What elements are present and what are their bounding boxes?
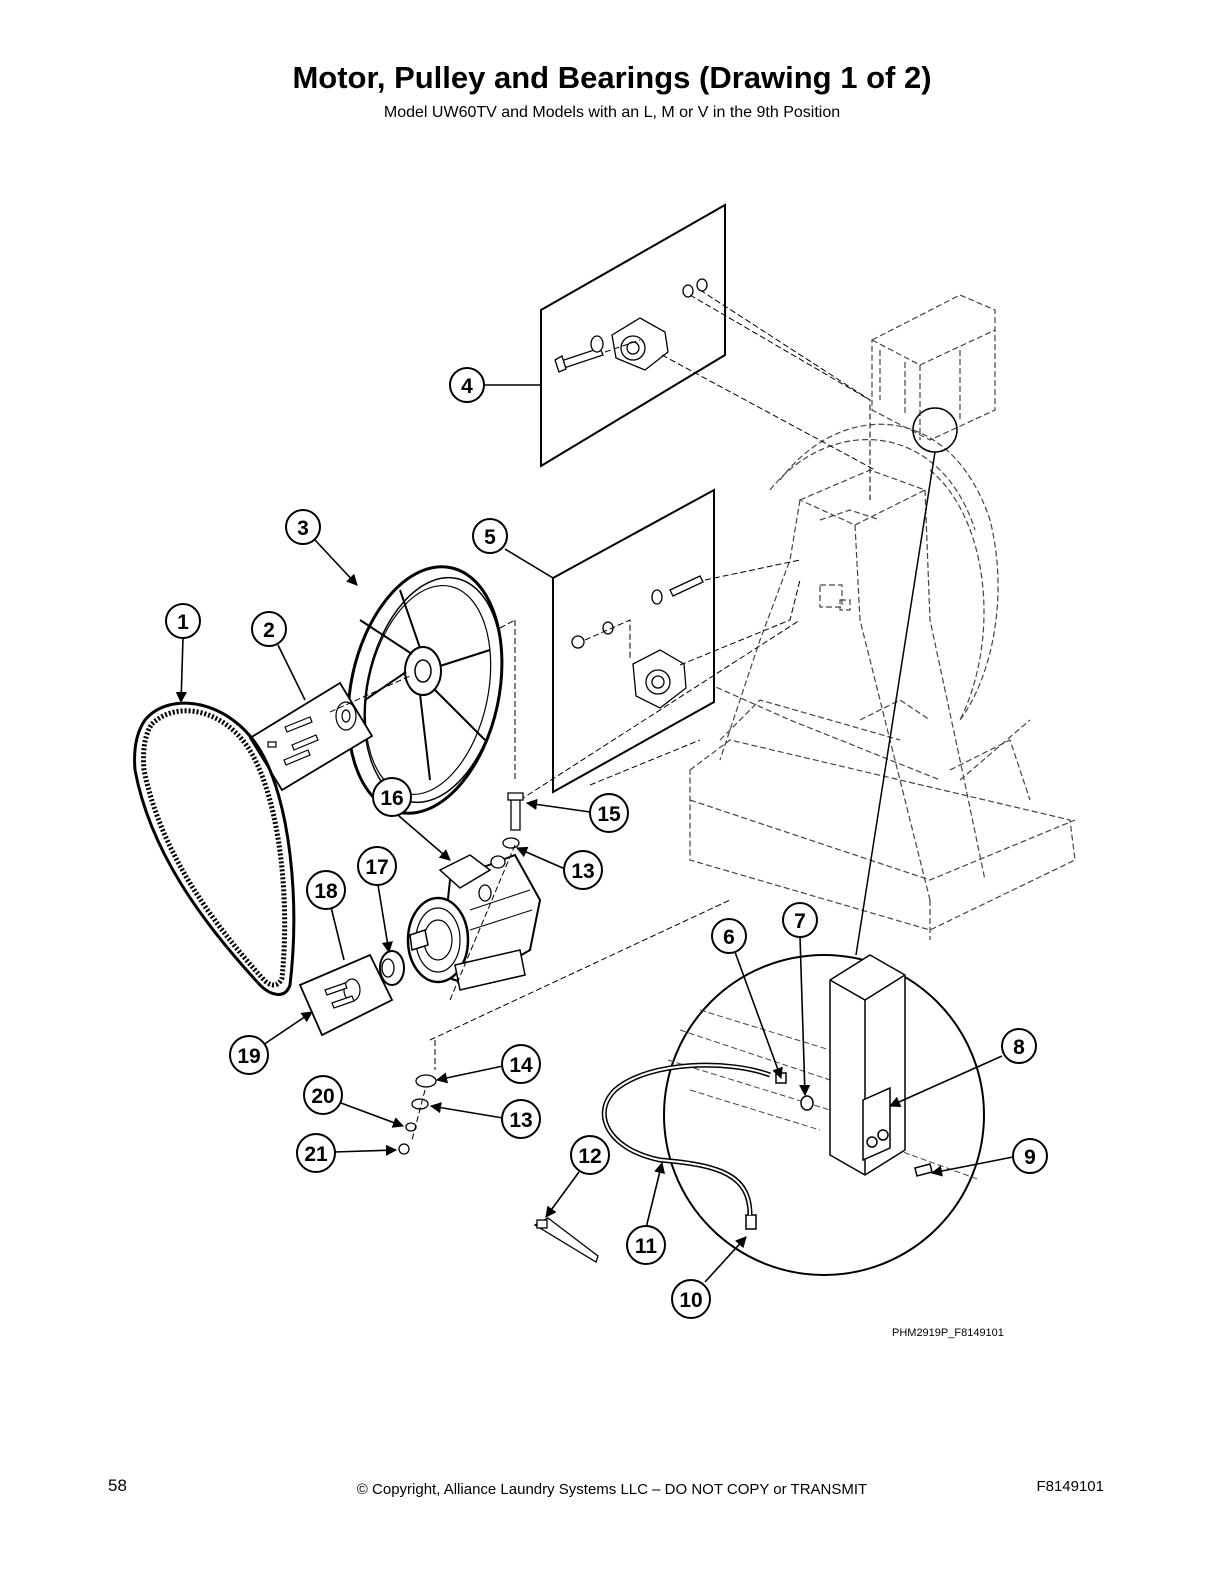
document-id: F8149101 bbox=[1036, 1478, 1104, 1495]
callout-18: 18 bbox=[306, 870, 346, 910]
svg-text:21: 21 bbox=[304, 1143, 328, 1166]
callout-9: 9 bbox=[1012, 1138, 1048, 1174]
page-subtitle: Model UW60TV and Models with an L, M or … bbox=[383, 104, 841, 121]
motor-pulley bbox=[379, 950, 405, 986]
svg-text:14: 14 bbox=[509, 1054, 533, 1077]
callout-8: 8 bbox=[1001, 1028, 1037, 1064]
callout-20: 20 bbox=[303, 1075, 343, 1115]
svg-text:16: 16 bbox=[380, 787, 403, 810]
svg-text:11: 11 bbox=[635, 1235, 658, 1258]
copyright-notice: © Copyright, Alliance Laundry Systems LL… bbox=[356, 1481, 868, 1498]
svg-text:18: 18 bbox=[314, 880, 338, 903]
svg-text:5: 5 bbox=[484, 526, 496, 549]
pulley-bushing-panel bbox=[298, 953, 394, 1037]
machine-frame bbox=[689, 294, 1076, 940]
drawing-code: PHM2919P_F8149101 bbox=[892, 1327, 1004, 1339]
callout-3: 3 bbox=[285, 509, 321, 545]
callout-2: 2 bbox=[251, 611, 287, 647]
page-number: 58 bbox=[108, 1476, 127, 1495]
svg-text:2: 2 bbox=[263, 619, 275, 642]
svg-text:9: 9 bbox=[1024, 1146, 1036, 1169]
drive-belt bbox=[133, 701, 296, 996]
leader-lines bbox=[175, 384, 1014, 1283]
page-title: Motor, Pulley and Bearings (Drawing 1 of… bbox=[292, 60, 932, 95]
svg-text:20: 20 bbox=[311, 1085, 334, 1108]
bushing-panel bbox=[248, 675, 411, 792]
svg-text:17: 17 bbox=[365, 856, 388, 879]
callout-5: 5 bbox=[472, 518, 508, 554]
svg-text:3: 3 bbox=[297, 517, 309, 540]
svg-text:12: 12 bbox=[578, 1145, 601, 1168]
callout-13-lower: 13 bbox=[501, 1099, 541, 1139]
callout-6: 6 bbox=[711, 918, 747, 954]
callout-19: 19 bbox=[229, 1035, 269, 1075]
large-pulley bbox=[346, 565, 516, 815]
callout-21: 21 bbox=[296, 1133, 336, 1173]
svg-text:19: 19 bbox=[237, 1045, 260, 1068]
callout-7: 7 bbox=[782, 902, 818, 938]
callout-15: 15 bbox=[589, 793, 629, 833]
svg-text:1: 1 bbox=[177, 611, 189, 634]
callout-14: 14 bbox=[501, 1044, 541, 1084]
svg-text:8: 8 bbox=[1013, 1036, 1025, 1059]
detail-view bbox=[601, 407, 985, 1276]
svg-text:15: 15 bbox=[597, 803, 621, 826]
callout-17: 17 bbox=[357, 846, 397, 886]
svg-text:4: 4 bbox=[461, 375, 473, 398]
svg-text:10: 10 bbox=[679, 1289, 702, 1312]
callout-12: 12 bbox=[570, 1135, 610, 1175]
cable-tie bbox=[533, 1217, 599, 1263]
svg-text:6: 6 bbox=[723, 926, 735, 949]
svg-text:13: 13 bbox=[571, 860, 594, 883]
callout-1: 1 bbox=[165, 603, 201, 639]
callout-10: 10 bbox=[671, 1279, 711, 1319]
callout-16: 16 bbox=[372, 777, 412, 817]
motor bbox=[406, 853, 542, 991]
callouts: 1 2 3 4 5 6 7 8 9 10 11 12 13 13 14 15 1… bbox=[165, 367, 1048, 1319]
callout-11: 11 bbox=[626, 1225, 666, 1265]
callout-4: 4 bbox=[449, 367, 485, 403]
bearing-panel-lower bbox=[519, 488, 801, 801]
svg-text:13: 13 bbox=[509, 1109, 532, 1132]
svg-text:7: 7 bbox=[794, 910, 806, 933]
callout-13-upper: 13 bbox=[563, 850, 603, 890]
bearing-panel-upper bbox=[540, 203, 876, 500]
